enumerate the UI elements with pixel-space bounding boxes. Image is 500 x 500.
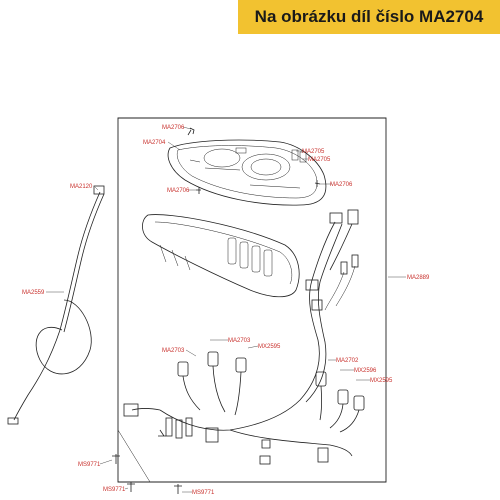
- label-ms9771-a: MS9771: [78, 462, 101, 468]
- label-ma2704: MA2704: [143, 140, 166, 146]
- label-ma2705-a: MA2705: [302, 149, 325, 155]
- upper-connectors: [329, 209, 359, 275]
- label-ma2889: MA2889: [407, 275, 430, 281]
- leader-lines: [46, 126, 406, 493]
- label-ma2120: MA2120: [70, 184, 93, 190]
- bulb-sockets: [177, 351, 365, 433]
- label-ma2706-top: MA2706: [162, 125, 185, 131]
- bulbs-and-bolts: [158, 417, 193, 439]
- label-ms9771-b: MS9771: [103, 487, 126, 493]
- label-ma2702: MA2702: [336, 358, 359, 364]
- lower-screws: [112, 454, 182, 494]
- assembly-frame-diagonal: [117, 429, 151, 483]
- wiring-harness: [123, 221, 356, 465]
- label-ma2703-left: MA2703: [162, 348, 185, 354]
- label-ma2703-mid: MA2703: [228, 338, 251, 344]
- label-mx2596: MX2596: [354, 368, 377, 374]
- label-mx2595-right: MX2595: [370, 378, 393, 384]
- housing-screws: [187, 127, 321, 194]
- label-ma2706-left: MA2706: [167, 188, 190, 194]
- label-ms9771-c: MS9771: [192, 490, 215, 496]
- part-number-banner: Na obrázku díl číslo MA2704: [238, 0, 500, 34]
- label-ma2705-b: MA2705: [308, 157, 331, 163]
- label-ma2706-right: MA2706: [330, 182, 353, 188]
- speedometer-cable: [7, 185, 105, 425]
- speedometer-housing: [167, 139, 327, 206]
- gauge-back-shell: [142, 214, 300, 298]
- label-mx2595-mid: MX2595: [258, 344, 281, 350]
- assembly-frame: [117, 117, 387, 483]
- label-ma2559: MA2559: [22, 290, 45, 296]
